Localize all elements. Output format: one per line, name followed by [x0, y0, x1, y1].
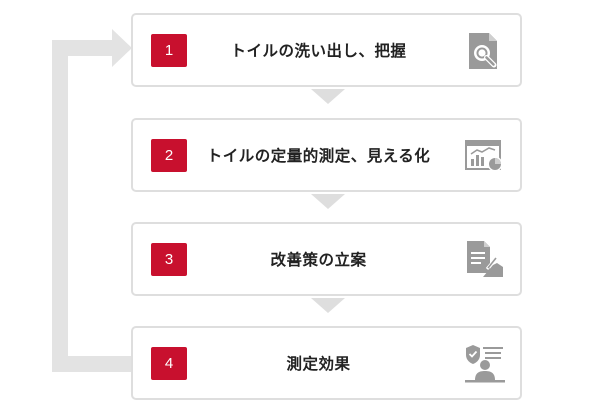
step-number-badge: 2	[151, 139, 187, 172]
step-connector-arrow	[311, 89, 345, 104]
step-connector-arrow	[311, 298, 345, 313]
step-1-box: 1 トイルの洗い出し、把握	[131, 13, 522, 87]
person-shield-checklist-icon	[465, 345, 505, 383]
dashboard-chart-icon	[465, 140, 503, 172]
step-label: トイルの定量的測定、見える化	[206, 147, 431, 165]
step-4-box: 4 測定効果	[131, 326, 522, 400]
step-number-badge: 3	[151, 243, 187, 276]
loop-arrow-vertical	[52, 40, 68, 372]
step-number-badge: 1	[151, 34, 187, 67]
step-connector-arrow	[311, 194, 345, 209]
loop-arrow-bottom	[52, 356, 132, 372]
document-signing-icon	[467, 241, 503, 277]
step-2-box: 2 トイルの定量的測定、見える化	[131, 118, 522, 192]
step-3-box: 3 改善策の立案	[131, 222, 522, 296]
step-label: トイルの洗い出し、把握	[230, 42, 407, 60]
loop-arrow-top	[52, 40, 114, 56]
loop-arrowhead	[112, 29, 132, 67]
magnifier-document-icon	[469, 33, 497, 69]
step-label: 改善策の立案	[270, 251, 367, 269]
step-number-badge: 4	[151, 347, 187, 380]
step-label: 測定効果	[286, 355, 351, 373]
